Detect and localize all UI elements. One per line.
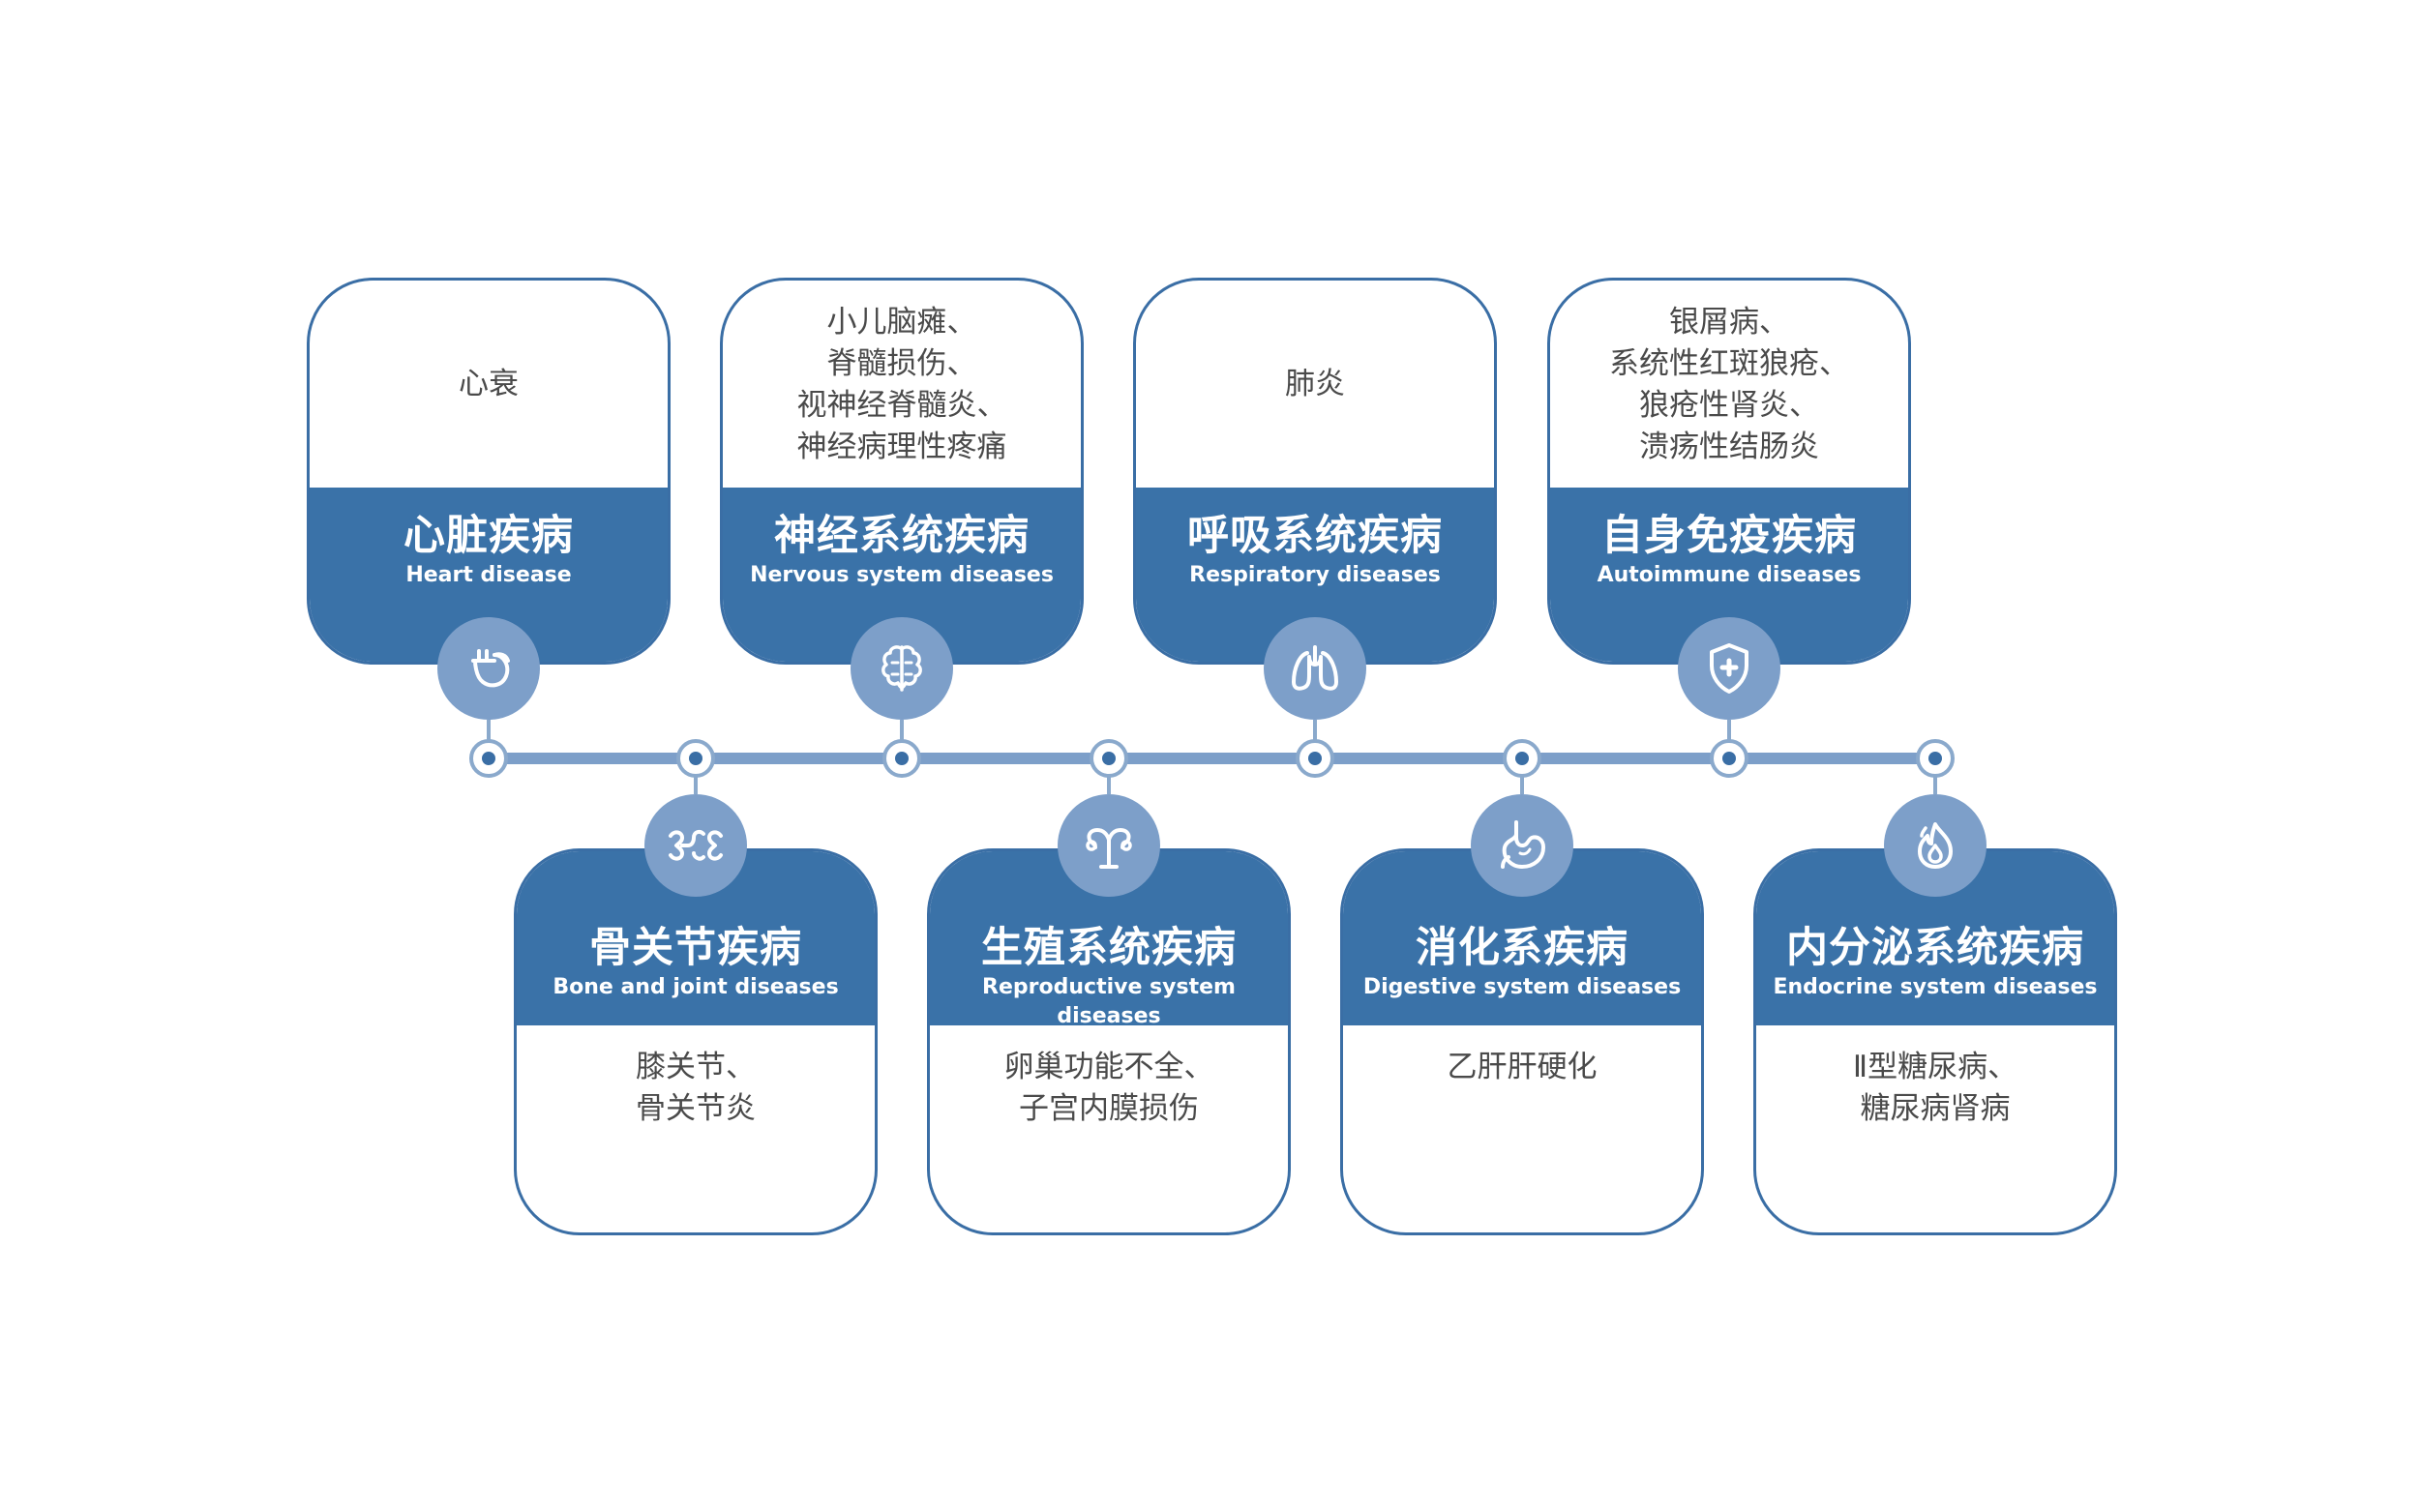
disease-item: 乙肝肝硬化 (1447, 1050, 1598, 1084)
heart-icon (437, 617, 540, 720)
disease-item: 狼疮性肾炎、 (1639, 387, 1819, 423)
timeline-bar (489, 753, 1935, 764)
category-title-zh: 呼吸系统疾病 (1187, 512, 1443, 560)
category-title-en: Nervous system diseases (750, 563, 1054, 587)
disease-list: 卵巢功能不全、子宫内膜损伤 (930, 1047, 1288, 1130)
disease-item: 系统性红斑狼疮、 (1609, 345, 1849, 381)
disease-item: 子宫内膜损伤 (1019, 1091, 1199, 1126)
category-title-zh: 神经系统疾病 (774, 512, 1030, 560)
disease-list: Ⅱ型糖尿病、糖尿病肾病 (1756, 1047, 2114, 1130)
timeline-node (1503, 739, 1541, 778)
card-autoimmune: 银屑病、系统性红斑狼疮、狼疮性肾炎、溃疡性结肠炎自身免疫疾病 Autoimmune… (1547, 278, 1911, 665)
category-title-en: Digestive system diseases (1362, 975, 1682, 999)
card-nervous: 小儿脑瘫、脊髓损伤、视神经脊髓炎、神经病理性疼痛神经系统疾病 Nervous sy… (720, 278, 1084, 665)
timeline-node (1296, 739, 1334, 778)
disease-item: 银屑病、 (1669, 304, 1789, 340)
disease-list: 乙肝肝硬化 (1343, 1047, 1701, 1088)
disease-item: 神经病理性疼痛 (796, 429, 1007, 464)
category-title-zh: 内分泌系统疾病 (1786, 924, 2084, 972)
card-heart: 心衰心脏疾病 Heart disease (307, 278, 671, 665)
category-title-en: Autoimmune diseases (1597, 563, 1862, 587)
disease-item: 视神经脊髓炎、 (796, 387, 1007, 423)
stomach-icon (1471, 794, 1573, 897)
disease-list: 肺炎 (1136, 281, 1494, 489)
disease-item: 肺炎 (1285, 367, 1345, 401)
category-header: 心脏疾病 Heart disease (310, 488, 668, 662)
category-title-zh: 心脏疾病 (403, 512, 574, 560)
flame-drop-icon (1884, 794, 1987, 897)
disease-item: 卵巢功能不全、 (1003, 1050, 1214, 1084)
card-endocrine: Ⅱ型糖尿病、糖尿病肾病 内分泌系统疾病 Endocrine system disea… (1753, 848, 2117, 1235)
timeline-node (1916, 739, 1955, 778)
category-title-zh: 生殖系统疾病 (981, 924, 1237, 972)
category-title-en: Bone and joint diseases (553, 975, 839, 999)
category-title-en: Respiratory diseases (1189, 563, 1441, 587)
timeline-node (1090, 739, 1128, 778)
category-title-en: Heart disease (405, 563, 572, 587)
shield-plus-icon (1678, 617, 1780, 720)
timeline-node (469, 739, 508, 778)
disease-item: 脊髓损伤、 (826, 345, 977, 381)
category-header: 自身免疫疾病 Autoimmune diseases (1550, 488, 1908, 662)
bone-joint-icon (644, 794, 747, 897)
disease-item: 糖尿病肾病 (1860, 1091, 2011, 1126)
disease-list: 小儿脑瘫、脊髓损伤、视神经脊髓炎、神经病理性疼痛 (723, 281, 1081, 489)
category-title-zh: 自身免疫疾病 (1601, 512, 1857, 560)
disease-list: 银屑病、系统性红斑狼疮、狼疮性肾炎、溃疡性结肠炎 (1550, 281, 1908, 489)
disease-item: 骨关节炎 (636, 1091, 756, 1126)
card-bone: 膝关节、骨关节炎 骨关节疾病 Bone and joint diseases (514, 848, 878, 1235)
card-respiratory: 肺炎呼吸系统疾病 Respiratory diseases (1133, 278, 1497, 665)
card-digestive: 乙肝肝硬化 消化系疾病 Digestive system diseases (1340, 848, 1704, 1235)
disease-item: 心衰 (459, 367, 519, 401)
disease-item: 膝关节、 (636, 1050, 756, 1084)
lungs-icon (1264, 617, 1366, 720)
timeline-node (676, 739, 715, 778)
brain-icon (851, 617, 953, 720)
category-title-en: Endocrine system diseases (1773, 975, 2098, 999)
disease-item: 小儿脑瘫、 (826, 304, 977, 340)
timeline-node (882, 739, 921, 778)
category-title-zh: 消化系疾病 (1416, 924, 1628, 972)
category-title-zh: 骨关节疾病 (589, 924, 802, 972)
category-header: 神经系统疾病 Nervous system diseases (723, 488, 1081, 662)
disease-item: Ⅱ型糖尿病、 (1852, 1050, 2018, 1084)
timeline-node (1710, 739, 1748, 778)
disease-list: 膝关节、骨关节炎 (517, 1047, 875, 1130)
uterus-icon (1058, 794, 1160, 897)
category-title-en: Reproductive system diseases (982, 975, 1236, 1028)
disease-item: 溃疡性结肠炎 (1639, 429, 1819, 464)
disease-list: 心衰 (310, 281, 668, 489)
